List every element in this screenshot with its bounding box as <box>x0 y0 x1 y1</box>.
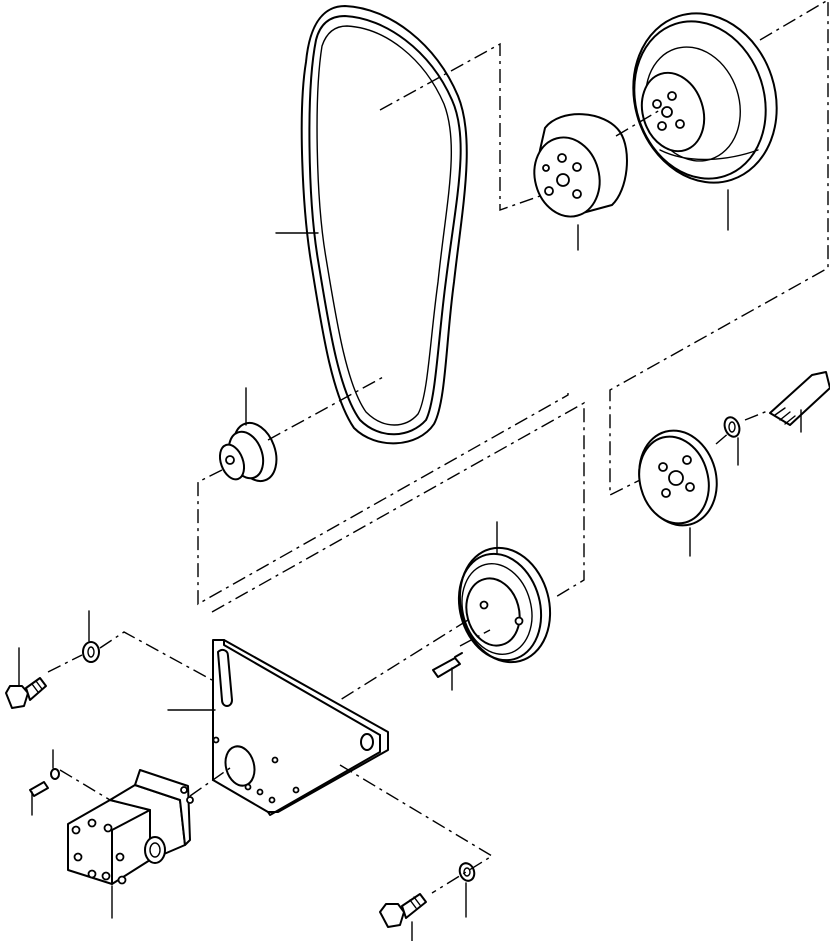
lock-washer <box>50 768 60 780</box>
hydraulic-pump <box>67 769 194 885</box>
bolt <box>379 893 427 928</box>
small-drive-pulley <box>218 421 278 483</box>
medium-pulley <box>457 546 552 664</box>
lock-washer <box>82 641 100 663</box>
large-pulley <box>632 12 778 184</box>
hub-spacer <box>533 113 628 218</box>
set-screw <box>432 652 463 678</box>
bolt <box>5 677 47 709</box>
lock-washer <box>458 862 476 882</box>
mounting-bracket <box>212 639 389 816</box>
drive-belt <box>300 5 468 445</box>
lock-washer <box>723 416 741 438</box>
bolt <box>769 371 830 426</box>
pulley-flange <box>638 429 718 527</box>
assembly-lines <box>47 0 829 894</box>
